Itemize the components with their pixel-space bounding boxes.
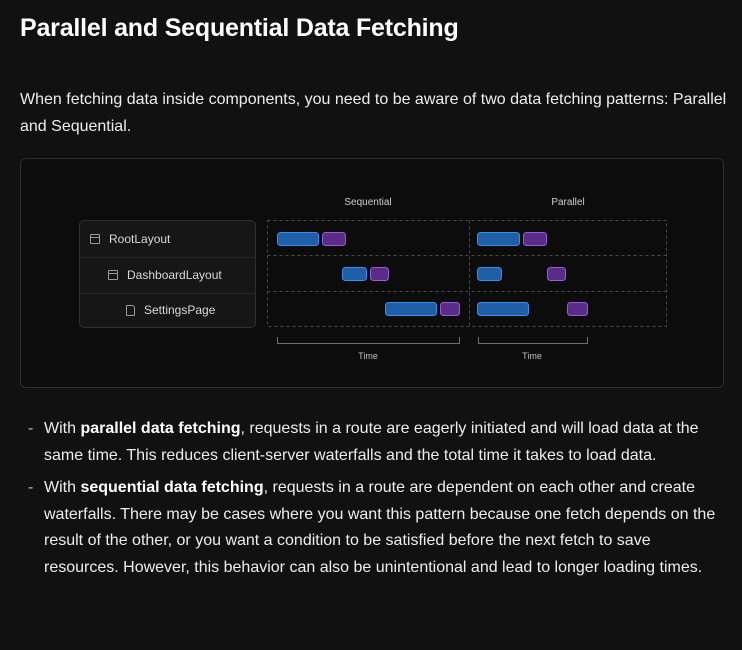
par-dashboard-render-bar xyxy=(547,267,566,281)
list-text: , requests in a route are dependent on e… xyxy=(44,479,716,576)
tree-label: DashboardLayout xyxy=(127,268,222,282)
par-root-render-bar xyxy=(523,232,547,246)
timeline-svg xyxy=(267,220,667,344)
par-settings-render-bar xyxy=(567,302,588,316)
bold-term-sequential: sequential data fetching xyxy=(80,479,264,496)
page-title: Parallel and Sequential Data Fetching xyxy=(20,14,459,42)
seq-dashboard-render-bar xyxy=(370,267,389,281)
list-item-sequential: -With sequential data fetching, requests… xyxy=(20,475,720,581)
tree-label: SettingsPage xyxy=(144,303,216,317)
list-text-prefix: With xyxy=(44,479,81,496)
tree-row-settings-page: SettingsPage xyxy=(80,293,255,327)
par-dashboard-fetch-bar xyxy=(477,267,502,281)
list-item-parallel: -With parallel data fetching, requests i… xyxy=(20,416,720,469)
tree-row-root-layout: RootLayout xyxy=(80,221,255,258)
layout-icon xyxy=(108,270,118,280)
time-brackets xyxy=(277,337,588,344)
list-dash: - xyxy=(28,420,34,437)
timeline-grid xyxy=(267,220,667,327)
seq-settings-fetch-bar xyxy=(385,302,437,316)
parallel-time-label: Time xyxy=(522,351,542,361)
seq-root-fetch-bar xyxy=(277,232,319,246)
sequential-time-label: Time xyxy=(358,351,378,361)
sequential-time-bracket xyxy=(277,337,460,344)
list-dash: - xyxy=(28,479,34,496)
intro-paragraph: When fetching data inside components, yo… xyxy=(20,91,727,135)
parallel-time-bracket xyxy=(478,337,588,344)
par-settings-fetch-bar xyxy=(477,302,529,316)
column-label-parallel: Parallel xyxy=(551,197,585,208)
list-text: , requests in a route are eagerly initia… xyxy=(44,420,699,464)
seq-root-render-bar xyxy=(322,232,346,246)
seq-dashboard-fetch-bar xyxy=(342,267,367,281)
column-label-sequential: Sequential xyxy=(344,197,392,208)
par-root-fetch-bar xyxy=(477,232,520,246)
explanation-list: -With parallel data fetching, requests i… xyxy=(20,416,720,587)
page-icon xyxy=(126,304,135,316)
layout-icon xyxy=(90,234,100,244)
bold-term-parallel: parallel data fetching xyxy=(80,420,241,437)
route-tree: RootLayout DashboardLayout SettingsPage xyxy=(79,220,256,328)
tree-row-dashboard-layout: DashboardLayout xyxy=(80,257,255,294)
fetching-diagram: Sequential Parallel RootLayout Dashboard… xyxy=(20,158,724,388)
tree-label: RootLayout xyxy=(109,232,171,246)
seq-settings-render-bar xyxy=(440,302,460,316)
list-text-prefix: With xyxy=(44,420,81,437)
